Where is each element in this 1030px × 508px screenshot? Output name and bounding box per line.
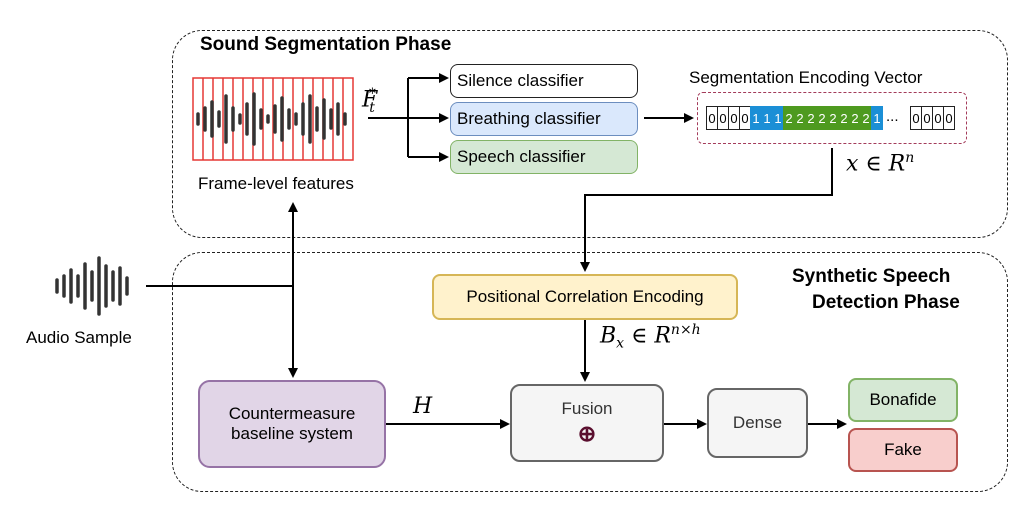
countermeasure-baseline-system: Countermeasure baseline system — [198, 380, 386, 468]
segment-cell: 1 — [871, 106, 883, 130]
bx-base: B — [600, 323, 617, 349]
silence-classifier: Silence classifier — [450, 64, 638, 98]
countermeasure-line2: baseline system — [231, 424, 353, 443]
detection-phase-title-line1: Synthetic Speech — [792, 266, 951, 287]
fusion-box: Fusion ⊕ — [510, 384, 664, 462]
segment-cell: 0 — [943, 106, 955, 130]
sound-segmentation-phase — [172, 30, 1008, 238]
fake-output: Fake — [848, 428, 958, 472]
countermeasure-line1: Countermeasure — [228, 403, 356, 423]
audio-sample-label: Audio Sample — [26, 328, 132, 347]
segmentation-vector-title: Segmentation Encoding Vector — [689, 68, 923, 87]
dense-box: Dense — [707, 388, 808, 458]
h-label: H — [413, 394, 432, 419]
segmentation-phase-title: Sound Segmentation Phase — [200, 34, 452, 55]
segmentation-vector-container — [697, 92, 967, 144]
bx-label: Bx ∈ Rn×h — [600, 322, 701, 352]
bonafide-output: Bonafide — [848, 378, 958, 422]
frame-level-features-label: Frame-level features — [198, 174, 354, 193]
bx-sup: n×h — [670, 322, 701, 338]
speech-classifier: Speech classifier — [450, 140, 638, 174]
ft-base: F — [362, 87, 378, 113]
synthetic-speech-detection-phase — [172, 252, 1008, 492]
fusion-plus-icon: ⊕ — [577, 421, 597, 446]
audio-waveform-icon — [55, 256, 129, 316]
x-in-rn-label: x ∈ Rn — [846, 150, 914, 176]
h-text: H — [413, 394, 433, 419]
frame-features-graphic — [192, 77, 354, 161]
segmentation-vector-ellipsis: ... — [886, 108, 899, 125]
ft-star-label: Ft* — [362, 86, 390, 116]
bx-mid: ∈ R — [624, 323, 671, 349]
positional-correlation-encoding: Positional Correlation Encoding — [432, 274, 738, 320]
breathing-classifier: Breathing classifier — [450, 102, 638, 136]
detection-phase-title-line2: Detection Phase — [812, 292, 960, 313]
bx-sub: x — [616, 335, 625, 352]
ft-sub: t — [369, 99, 375, 116]
fusion-label: Fusion — [561, 398, 613, 418]
x-in-rn-text: x ∈ R — [846, 151, 906, 177]
x-sup: n — [905, 150, 915, 166]
segment-cell: 1 — [750, 106, 762, 130]
ft-sup: * — [368, 86, 376, 102]
segment-cell: 0 — [910, 106, 922, 130]
